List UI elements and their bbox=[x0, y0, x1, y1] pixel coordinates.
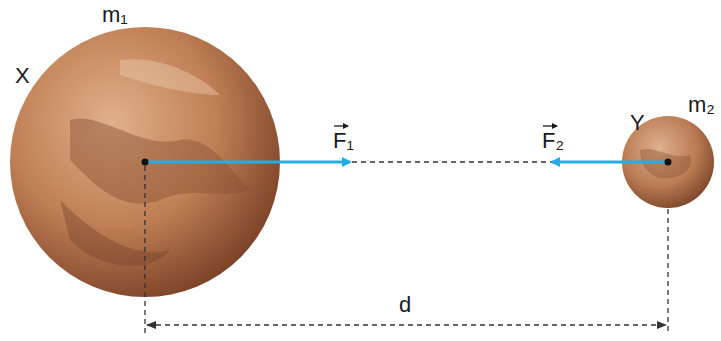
force-label: F₂ bbox=[542, 128, 564, 154]
planet-x: Xm₁ bbox=[10, 27, 280, 297]
planet-name: Y bbox=[630, 110, 645, 136]
mass-label: m₂ bbox=[688, 92, 715, 118]
force-arrow bbox=[552, 161, 668, 164]
dimension-line bbox=[147, 324, 666, 325]
force-label: F₁ bbox=[333, 128, 354, 154]
distance-label: d bbox=[399, 292, 411, 318]
force-arrow bbox=[145, 161, 350, 164]
planet-name: X bbox=[15, 63, 30, 89]
mass-label: m₁ bbox=[102, 2, 128, 28]
planet-y: Ym₂ bbox=[622, 116, 714, 208]
